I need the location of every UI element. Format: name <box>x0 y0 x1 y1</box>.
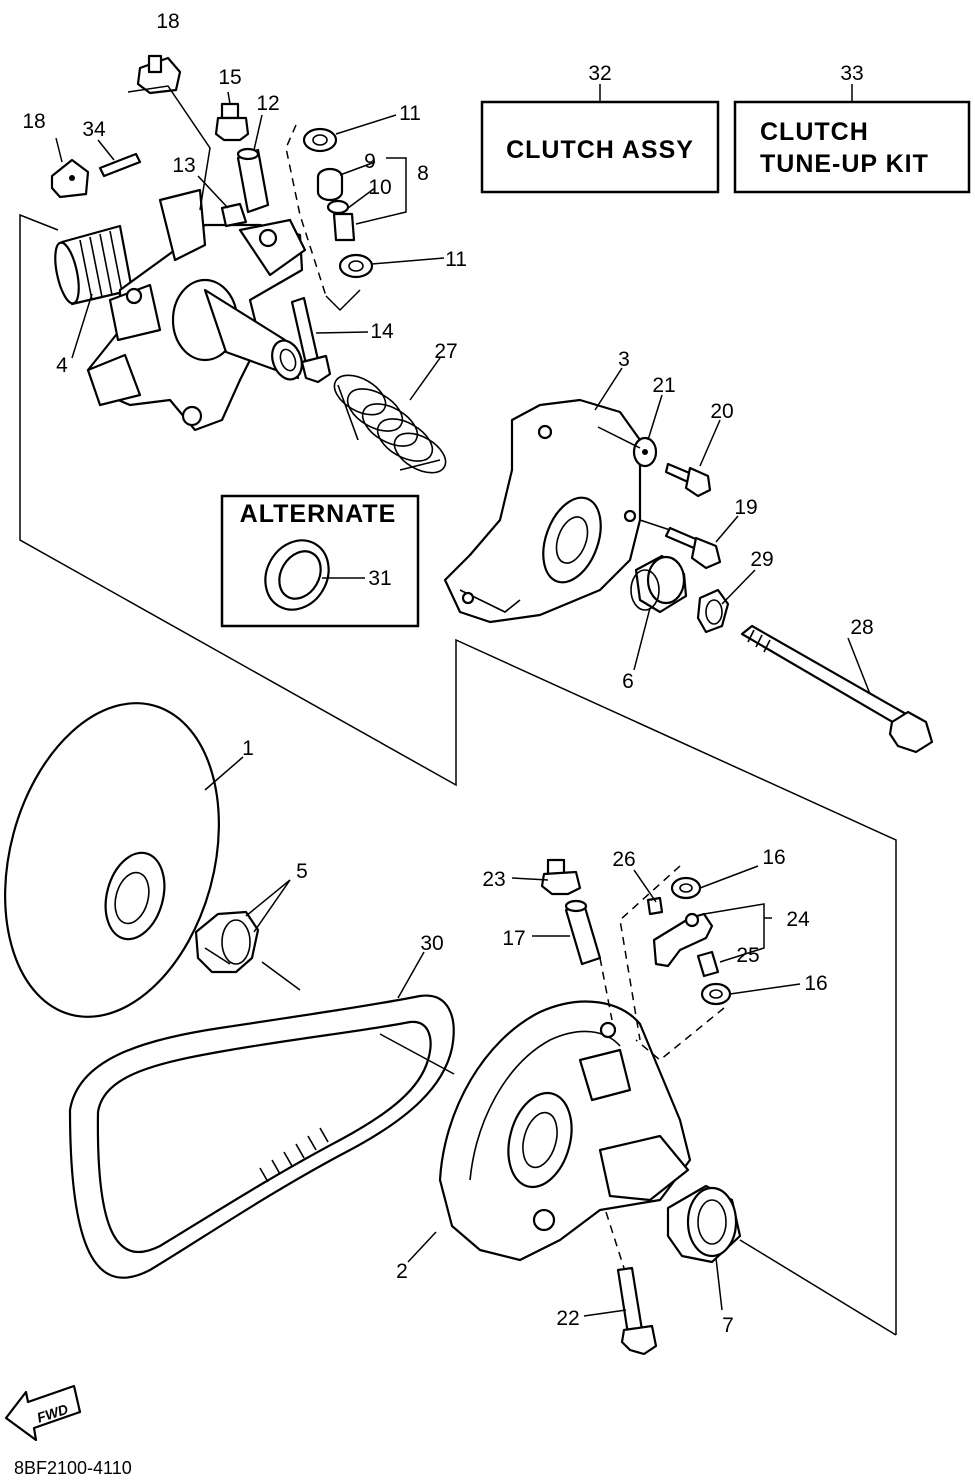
pin-12 <box>236 147 270 214</box>
tuneup-kit-label-line1: CLUTCH <box>760 118 869 146</box>
callout-7: 7 <box>722 1314 734 1337</box>
callout-28: 28 <box>850 616 873 639</box>
callout-9: 9 <box>364 150 376 173</box>
diagram-code: 8BF2100-4110 <box>14 1458 132 1478</box>
callout-15: 15 <box>218 66 241 89</box>
callout-10: 10 <box>368 176 391 199</box>
bolt-20 <box>664 462 712 498</box>
callout-17: 17 <box>502 927 525 950</box>
bushing-5 <box>194 910 260 974</box>
bolt-14 <box>290 296 332 384</box>
callout-24: 24 <box>786 908 810 931</box>
spider-hub <box>54 188 307 432</box>
callout-14: 14 <box>370 320 394 343</box>
washer-16-bottom <box>700 982 732 1006</box>
callout-29: 29 <box>750 548 773 571</box>
callout-23: 23 <box>482 868 505 891</box>
drive-belt-30 <box>68 994 455 1279</box>
washer-16-top <box>670 876 702 900</box>
callout-20: 20 <box>710 400 733 423</box>
callout-13: 13 <box>172 154 195 177</box>
bushing-10 <box>326 199 356 242</box>
alternate-label: ALTERNATE <box>240 500 397 528</box>
callout-19: 19 <box>734 496 757 519</box>
callout-18-left: 18 <box>22 110 45 133</box>
callout-3: 3 <box>618 348 630 371</box>
plug-15 <box>214 102 250 142</box>
callout-34: 34 <box>82 118 106 141</box>
callout-32: 32 <box>588 62 611 85</box>
assembly-bracket-lines <box>19 213 897 1335</box>
pin-17 <box>564 899 602 966</box>
bolt-22 <box>616 1266 658 1356</box>
cover-plate-3 <box>443 398 642 624</box>
weight-18-left <box>50 158 90 199</box>
callout-5: 5 <box>296 860 308 883</box>
fwd-arrow-icon: FWD <box>4 1384 82 1442</box>
callout-6: 6 <box>622 670 634 693</box>
callout-numbers: 18 18 34 15 12 13 11 9 10 8 11 14 4 27 3… <box>22 10 873 1337</box>
callout-26: 26 <box>612 848 635 871</box>
callout-21: 21 <box>652 374 675 397</box>
bushing-29 <box>696 588 730 634</box>
callout-2: 2 <box>396 1260 408 1283</box>
bolt-19 <box>664 526 722 570</box>
roller-6 <box>630 554 688 614</box>
pin-34 <box>98 152 142 178</box>
washer-21 <box>632 436 658 468</box>
callout-30: 30 <box>420 932 443 955</box>
leader-lines <box>55 85 871 1317</box>
weight-18-top <box>136 54 182 95</box>
washer-11-top <box>302 127 338 153</box>
callout-33: 33 <box>840 62 863 85</box>
callout-8: 8 <box>417 162 429 185</box>
roller-9 <box>316 167 344 202</box>
tuneup-kit-box: CLUTCH TUNE-UP KIT 33 <box>733 62 971 194</box>
roller-25 <box>696 950 720 978</box>
sheave-1 <box>4 702 220 1018</box>
callout-4: 4 <box>56 354 68 377</box>
callout-16-bottom: 16 <box>804 972 827 995</box>
callout-25: 25 <box>736 944 759 967</box>
clutch-assy-box: CLUTCH ASSY 32 <box>480 62 720 194</box>
tuneup-kit-label-line2: TUNE-UP KIT <box>760 150 929 178</box>
callout-1: 1 <box>242 737 254 760</box>
movable-sheave-2 <box>438 1000 692 1262</box>
alternate-washer <box>264 539 330 611</box>
spring-27 <box>333 374 447 474</box>
clutch-assy-label: CLUTCH ASSY <box>506 136 694 164</box>
callout-31: 31 <box>368 567 391 590</box>
screw-26 <box>646 896 664 916</box>
callout-27: 27 <box>434 340 457 363</box>
bolt-28 <box>740 624 934 754</box>
alternate-box: ALTERNATE 31 <box>220 494 420 628</box>
pin-13 <box>220 202 248 228</box>
washer-11-bottom <box>338 253 374 279</box>
arm-24 <box>652 912 714 968</box>
callout-22: 22 <box>556 1307 579 1330</box>
callout-11-top: 11 <box>399 102 421 125</box>
bearing-7 <box>666 1184 742 1264</box>
callout-16-top: 16 <box>762 846 785 869</box>
plug-23 <box>540 858 582 896</box>
callout-11-bottom: 11 <box>445 248 467 271</box>
callout-12: 12 <box>256 92 279 115</box>
callout-18-top: 18 <box>156 10 179 33</box>
